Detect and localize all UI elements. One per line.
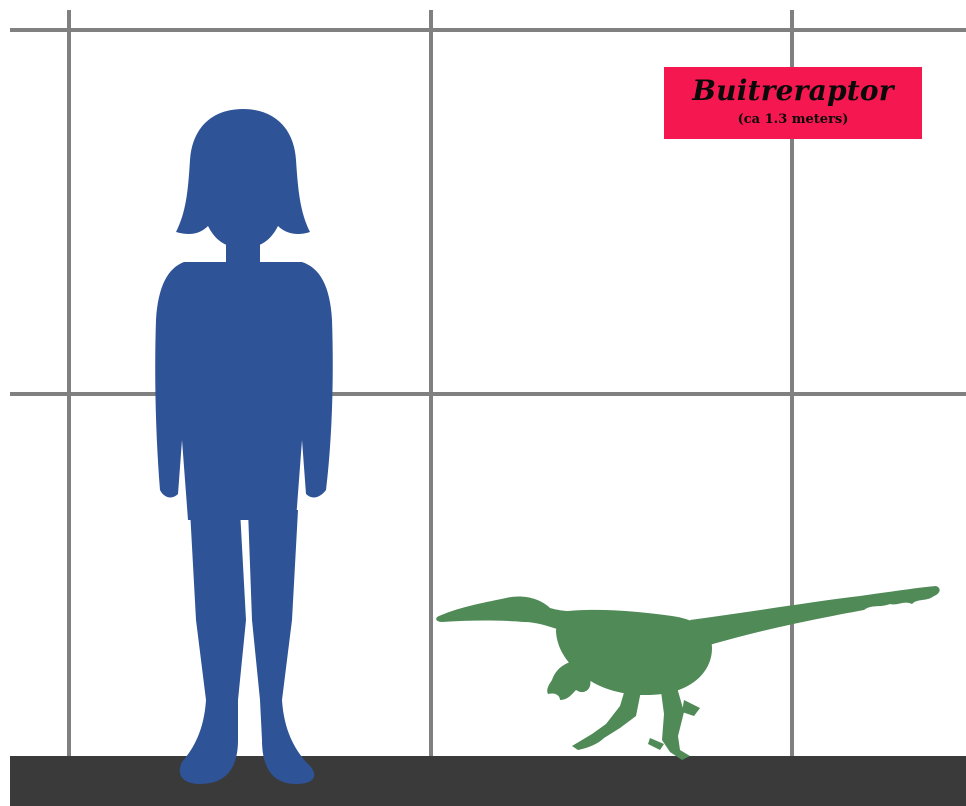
species-name: Buitreraptor <box>664 75 922 107</box>
human-silhouette <box>155 109 333 784</box>
buitreraptor-silhouette <box>436 586 939 760</box>
ground <box>10 756 966 806</box>
species-label: Buitreraptor (ca 1.3 meters) <box>664 67 922 139</box>
species-size: (ca 1.3 meters) <box>664 111 922 129</box>
